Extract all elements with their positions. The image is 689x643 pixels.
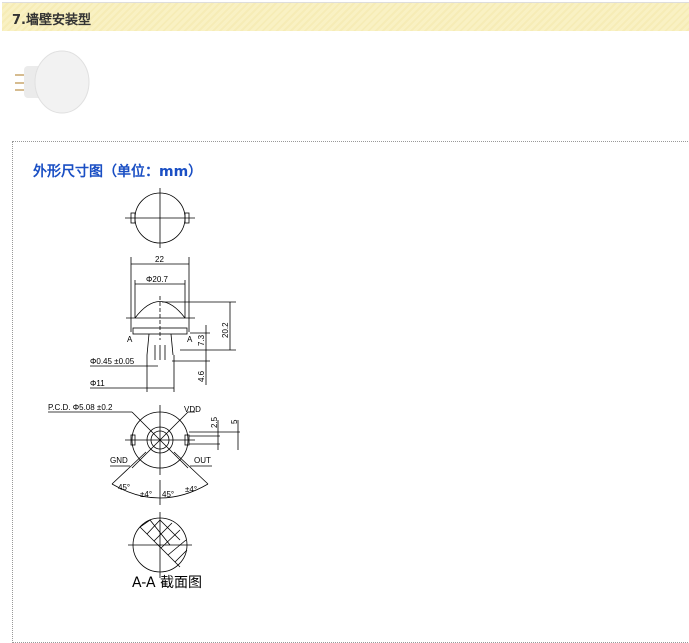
section-caption: A-A 截面图 [132, 575, 203, 591]
top-view [125, 188, 195, 248]
dimension-label: 4.6 [197, 370, 206, 382]
section-view [128, 512, 192, 578]
dimension-label: 45° [162, 490, 174, 499]
dimension-label: 45° [118, 483, 130, 492]
section-title: 7.墙壁安装型 [12, 13, 91, 28]
dimension-label: ±4° [140, 490, 152, 499]
dimension-label: 20.2 [221, 322, 230, 338]
dimension-label: 5 [230, 419, 239, 424]
dimension-label: 7.3 [197, 334, 206, 346]
bottom-view [48, 405, 240, 505]
dimension-label: P.C.D. Φ5.08 ±0.2 [48, 403, 113, 412]
dimension-label: OUT [194, 456, 211, 465]
drawing-title: 外形尺寸图（单位：mm） [33, 164, 203, 180]
dimension-label: Φ20.7 [146, 275, 169, 284]
product-photo [15, 50, 90, 114]
side-view [90, 257, 236, 392]
dimension-label: A [127, 335, 133, 344]
dimension-label: Φ11 [90, 379, 105, 388]
dimension-label: 22 [155, 255, 164, 264]
dimension-drawing: 22 Φ20.7 A A 20.2 7.3 4.6 Φ0.45 ±0.05 Φ1… [48, 188, 240, 578]
dimension-label: ±4° [185, 485, 197, 494]
dimension-label: 2.5 [210, 416, 219, 428]
dimension-label: A [187, 335, 193, 344]
dimension-label: GND [110, 456, 128, 465]
dimension-label: VDD [184, 405, 201, 414]
section-header: 7.墙壁安装型 [2, 2, 689, 31]
dimension-label: Φ0.45 ±0.05 [90, 357, 135, 366]
